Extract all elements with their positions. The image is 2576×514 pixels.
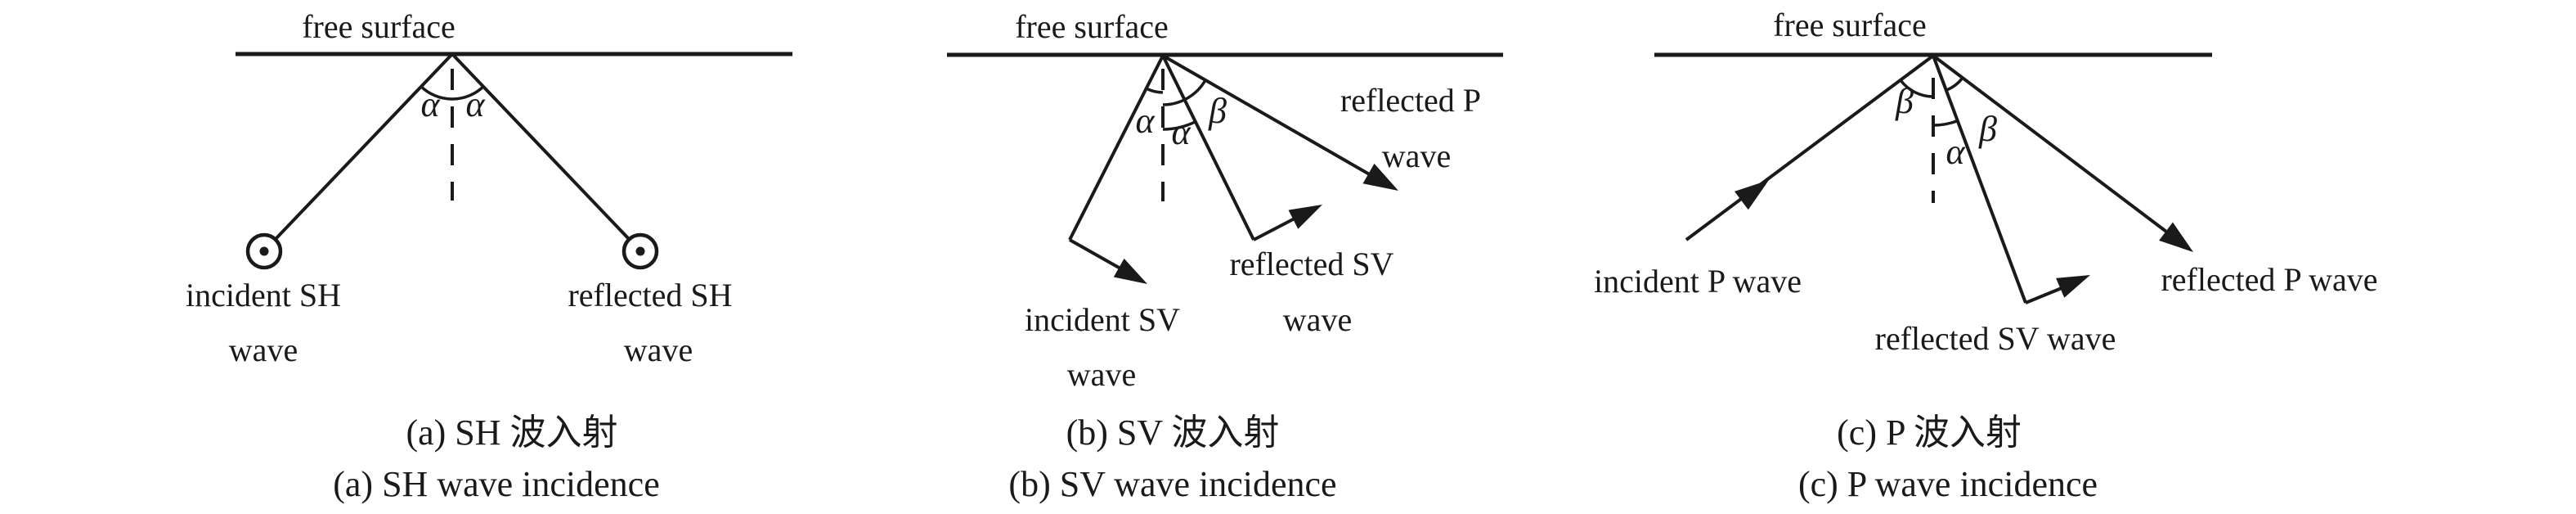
arrowhead-icon — [1113, 258, 1147, 284]
sh-polarization-dot-icon — [259, 246, 269, 256]
reflected-sv-ray — [1161, 55, 1255, 241]
sh-polarization-dot-icon — [635, 246, 645, 256]
arrowhead-icon — [2056, 275, 2090, 298]
beta-angle-label: β — [1895, 81, 1914, 121]
reflected-sv-wave-label: wave — [1283, 301, 1352, 338]
alpha-angle-label: α — [465, 84, 485, 124]
angle-arc — [1932, 119, 1959, 127]
reflected-sv-polarization-arrow — [2025, 286, 2062, 304]
reflected-sv-wave-label: reflected SV — [1229, 246, 1393, 282]
angle-arc — [1945, 76, 1964, 92]
reflected-sv-wave-label: reflected SV wave — [1875, 320, 2116, 357]
free-surface-label: free surface — [1015, 8, 1169, 45]
alpha-angle-label: α — [420, 84, 440, 124]
beta-angle-label: β — [1208, 91, 1227, 131]
panel-sh-incidence: free surface α α incident SH wave reflec… — [186, 8, 792, 504]
reflected-sh-ray — [451, 52, 631, 241]
reflected-p-wave-label: reflected P — [1340, 82, 1481, 119]
incident-sv-polarization-arrow — [1069, 238, 1121, 270]
reflected-p-ray — [1932, 54, 2171, 236]
incident-sh-ray — [274, 52, 454, 241]
reflected-sh-wave-label: reflected SH — [568, 277, 732, 313]
reflected-p-wave-label: wave — [1382, 138, 1451, 174]
angle-arc — [1145, 87, 1164, 94]
alpha-angle-label: α — [1135, 101, 1155, 141]
angle-arc — [1162, 120, 1196, 131]
incident-sv-wave-label: wave — [1067, 356, 1136, 393]
angle-arc — [1162, 79, 1207, 106]
incident-sv-ray — [1068, 55, 1165, 241]
reflected-p-ray — [1162, 54, 1373, 178]
panel-sv-incidence: free surface α α β reflected P wave inci… — [947, 8, 1503, 504]
incident-sv-wave-label: incident SV — [1025, 301, 1180, 338]
alpha-angle-label: α — [1171, 112, 1191, 152]
incident-p-wave-label: incident P wave — [1594, 263, 1802, 300]
reflected-sv-ray — [1932, 55, 2027, 304]
incident-sh-wave-label: wave — [229, 331, 298, 368]
arrowhead-icon — [1362, 163, 1398, 191]
reflected-sv-polarization-arrow — [1253, 217, 1295, 241]
caption-zh: (a) SH 波入射 — [406, 413, 617, 453]
angle-arc — [1899, 79, 1934, 98]
beta-angle-label: β — [1978, 109, 1997, 149]
reflected-p-wave-label: reflected P wave — [2161, 261, 2377, 298]
caption-zh: (c) P 波入射 — [1837, 413, 2022, 453]
caption-en: (b) SV wave incidence — [1008, 464, 1336, 504]
angle-arc — [420, 85, 485, 101]
caption-en: (a) SH wave incidence — [333, 464, 659, 504]
incident-p-ray — [1685, 54, 1935, 241]
arrowhead-icon — [2159, 222, 2193, 252]
caption-zh: (b) SV 波入射 — [1066, 413, 1280, 453]
alpha-angle-label: α — [1945, 132, 1965, 172]
arrowhead-icon — [1288, 205, 1322, 229]
panel-p-incidence: free surface β α β incident P wave refle… — [1594, 7, 2378, 504]
free-surface-label: free surface — [1773, 7, 1927, 43]
caption-en: (c) P wave incidence — [1798, 464, 2098, 504]
incident-sh-wave-label: incident SH — [186, 277, 341, 313]
free-surface-label: free surface — [302, 8, 456, 45]
reflected-sh-wave-label: wave — [624, 331, 693, 368]
arrowhead-icon — [1735, 180, 1769, 210]
